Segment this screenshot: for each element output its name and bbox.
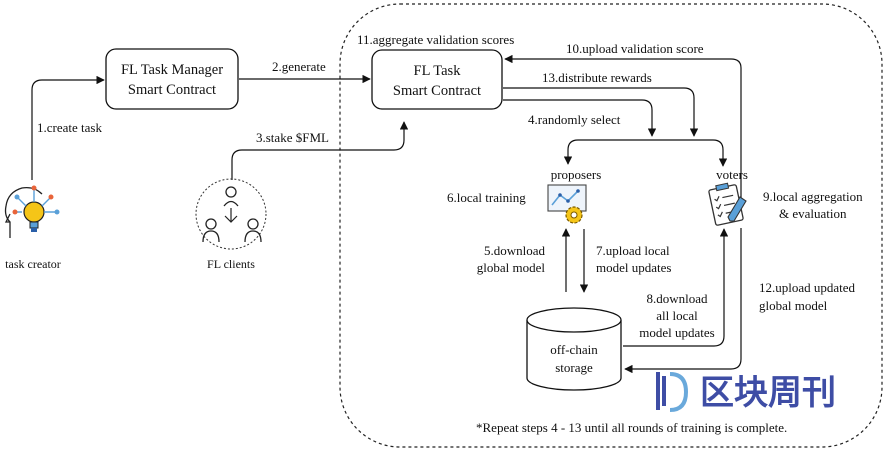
fl-task-manager-line2: Smart Contract [128,82,216,98]
step-8-label-line1: 8.download [646,291,708,306]
storage-label-line1: off-chain [550,342,598,357]
step-7-label-line2: model updates [596,260,671,275]
proposers-label: proposers [551,167,602,182]
fl-task-box: FL Task Smart Contract [371,49,503,110]
step-5-label-line2: global model [477,260,546,275]
step-6-label: 6.local training [447,190,526,205]
arrow-stake [231,121,409,180]
step-13-label: 13.distribute rewards [542,70,652,85]
fl-task-manager-box: FL Task Manager Smart Contract [105,48,239,110]
step-8-label-line3: model updates [639,325,714,340]
voters-label: voters [716,167,748,182]
fl-task-manager-line1: FL Task Manager [121,62,223,78]
fl-task-line2: Smart Contract [393,83,481,99]
watermark: 区块周刊 [656,372,836,413]
user-network-icon [195,178,267,250]
arrow-download-all-updates [623,228,729,347]
fl-clients-label: FL clients [207,257,255,271]
step-4-label: 4.randomly select [528,112,621,127]
step-1-label: 1.create task [37,120,102,135]
gear-chart-icon [547,184,587,224]
arrow-create-task [31,75,105,180]
checklist-clipboard-icon [708,182,747,226]
step-10-label: 10.upload validation score [566,41,704,56]
on-chain-boundary [339,3,883,448]
arrow-to-proposers [563,139,652,165]
storage-label-line2: storage [555,360,593,375]
arrow-to-voters [652,139,728,167]
step-9-label-line1: 9.local aggregation [763,189,863,204]
footnote: *Repeat steps 4 - 13 until all rounds of… [476,420,787,435]
step-12-label-line2: global model [759,298,828,313]
task-creator-label: task creator [5,257,61,271]
arrow-distribute-rewards [503,87,699,137]
step-5-label-line1: 5.download [484,243,546,258]
fl-task-line1: FL Task [414,63,462,79]
arrow-upload-validation-score [504,54,742,210]
off-chain-storage: off-chain storage [526,307,622,391]
step-2-label: 2.generate [272,59,326,74]
watermark-text: 区块周刊 [700,373,836,413]
arrow-randomly-select [503,99,657,137]
lightbulb-head-icon [4,185,60,238]
step-7-label-line1: 7.upload local [596,243,670,258]
step-3-label: 3.stake $FML [256,130,329,145]
bracket-logo-icon [656,372,689,412]
step-9-label-line2: & evaluation [779,206,847,221]
arrow-upload-global-model [624,228,742,374]
step-12-label-line1: 12.upload updated [759,280,856,295]
step-8-label-line2: all local [656,308,698,323]
step-11-label: 11.aggregate validation scores [357,32,514,47]
